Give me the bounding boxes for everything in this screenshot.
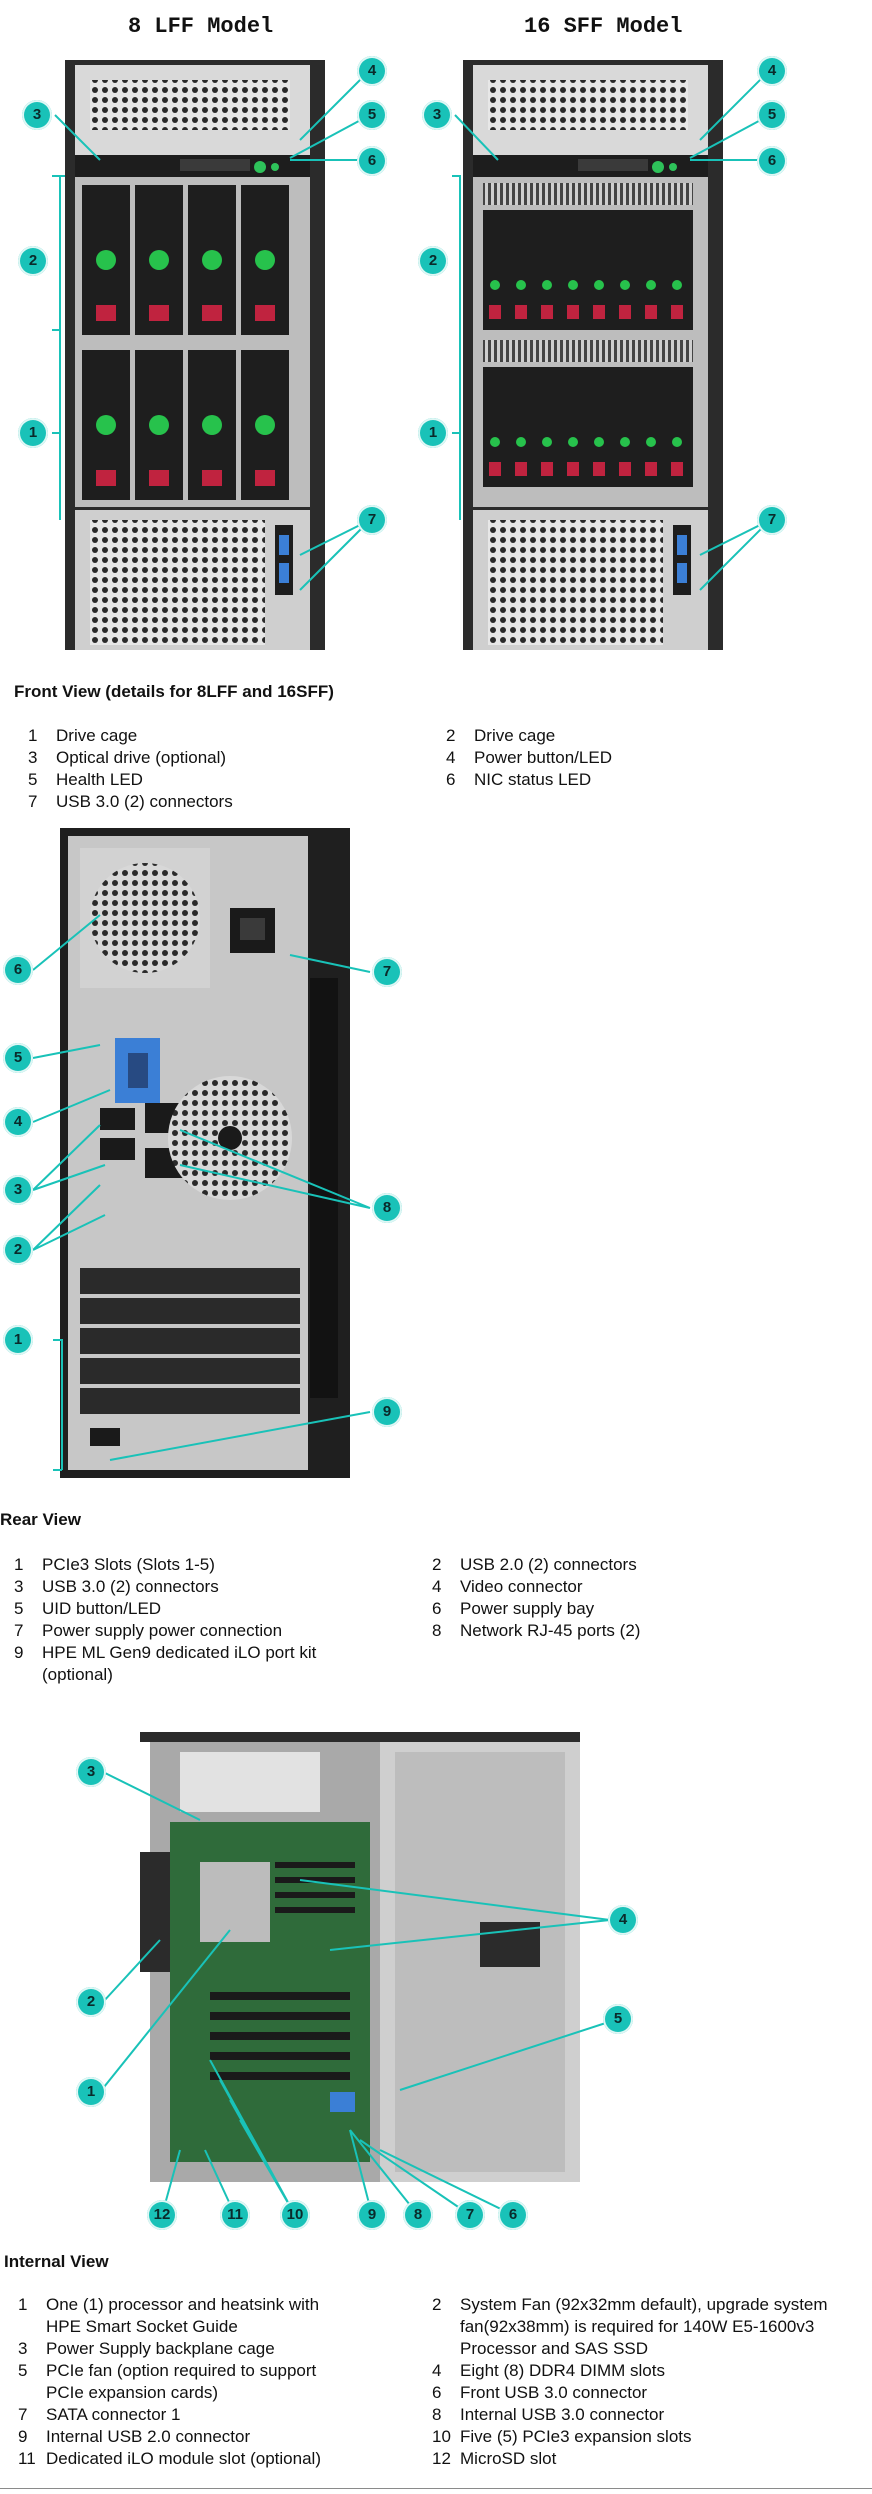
rear-leader-lines (32, 914, 371, 1471)
lff-callout-6: 6 (357, 146, 387, 176)
internal-callout-11: 11 (220, 2200, 250, 2230)
lff-callout-7: 7 (357, 505, 387, 535)
rear-view-title: Rear View (0, 1510, 81, 1529)
rear-callout-4: 4 (3, 1107, 33, 1137)
front-view-title: Front View (details for 8LFF and 16SFF) (14, 682, 334, 701)
rear-callout-5: 5 (3, 1043, 33, 1073)
rear-callout-6: 6 (3, 955, 33, 985)
internal-callout-6: 6 (498, 2200, 528, 2230)
internal-view-title: Internal View (4, 2252, 109, 2271)
rear-callout-1: 1 (3, 1325, 33, 1355)
internal-callout-7: 7 (455, 2200, 485, 2230)
sff-model-title: 16 SFF Model (524, 14, 683, 39)
sff-front-image (458, 55, 728, 655)
internal-callout-8: 8 (403, 2200, 433, 2230)
rear-callout-2: 2 (3, 1235, 33, 1265)
internal-callout-5: 5 (603, 2004, 633, 2034)
rear-view-image (60, 828, 350, 1478)
sff-callout-5: 5 (757, 100, 787, 130)
lff-callout-4: 4 (357, 56, 387, 86)
internal-callout-4: 4 (608, 1905, 638, 1935)
rear-callout-8: 8 (372, 1193, 402, 1223)
internal-callout-3: 3 (76, 1757, 106, 1787)
lff-callout-2: 2 (18, 246, 48, 276)
rear-callout-7: 7 (372, 957, 402, 987)
internal-view-image (140, 1732, 590, 2192)
lff-callout-3: 3 (22, 100, 52, 130)
lff-callout-5: 5 (357, 100, 387, 130)
rear-callout-9: 9 (372, 1397, 402, 1427)
sff-callout-4: 4 (757, 56, 787, 86)
internal-callout-1: 1 (76, 2077, 106, 2107)
sff-callout-7: 7 (757, 505, 787, 535)
sff-callout-1: 1 (418, 418, 448, 448)
sff-callout-6: 6 (757, 146, 787, 176)
sff-callout-2: 2 (418, 246, 448, 276)
rear-callout-3: 3 (3, 1175, 33, 1205)
front-leader-lines (52, 69, 771, 591)
lff-callout-1: 1 (18, 418, 48, 448)
internal-callout-2: 2 (76, 1987, 106, 2017)
internal-leader-lines (99, 1771, 619, 2216)
internal-callout-10: 10 (280, 2200, 310, 2230)
sff-callout-3: 3 (422, 100, 452, 130)
internal-callout-9: 9 (357, 2200, 387, 2230)
bottom-divider (0, 2488, 872, 2489)
lff-front-image (60, 55, 330, 655)
lff-model-title: 8 LFF Model (128, 14, 274, 39)
internal-callout-12: 12 (147, 2200, 177, 2230)
